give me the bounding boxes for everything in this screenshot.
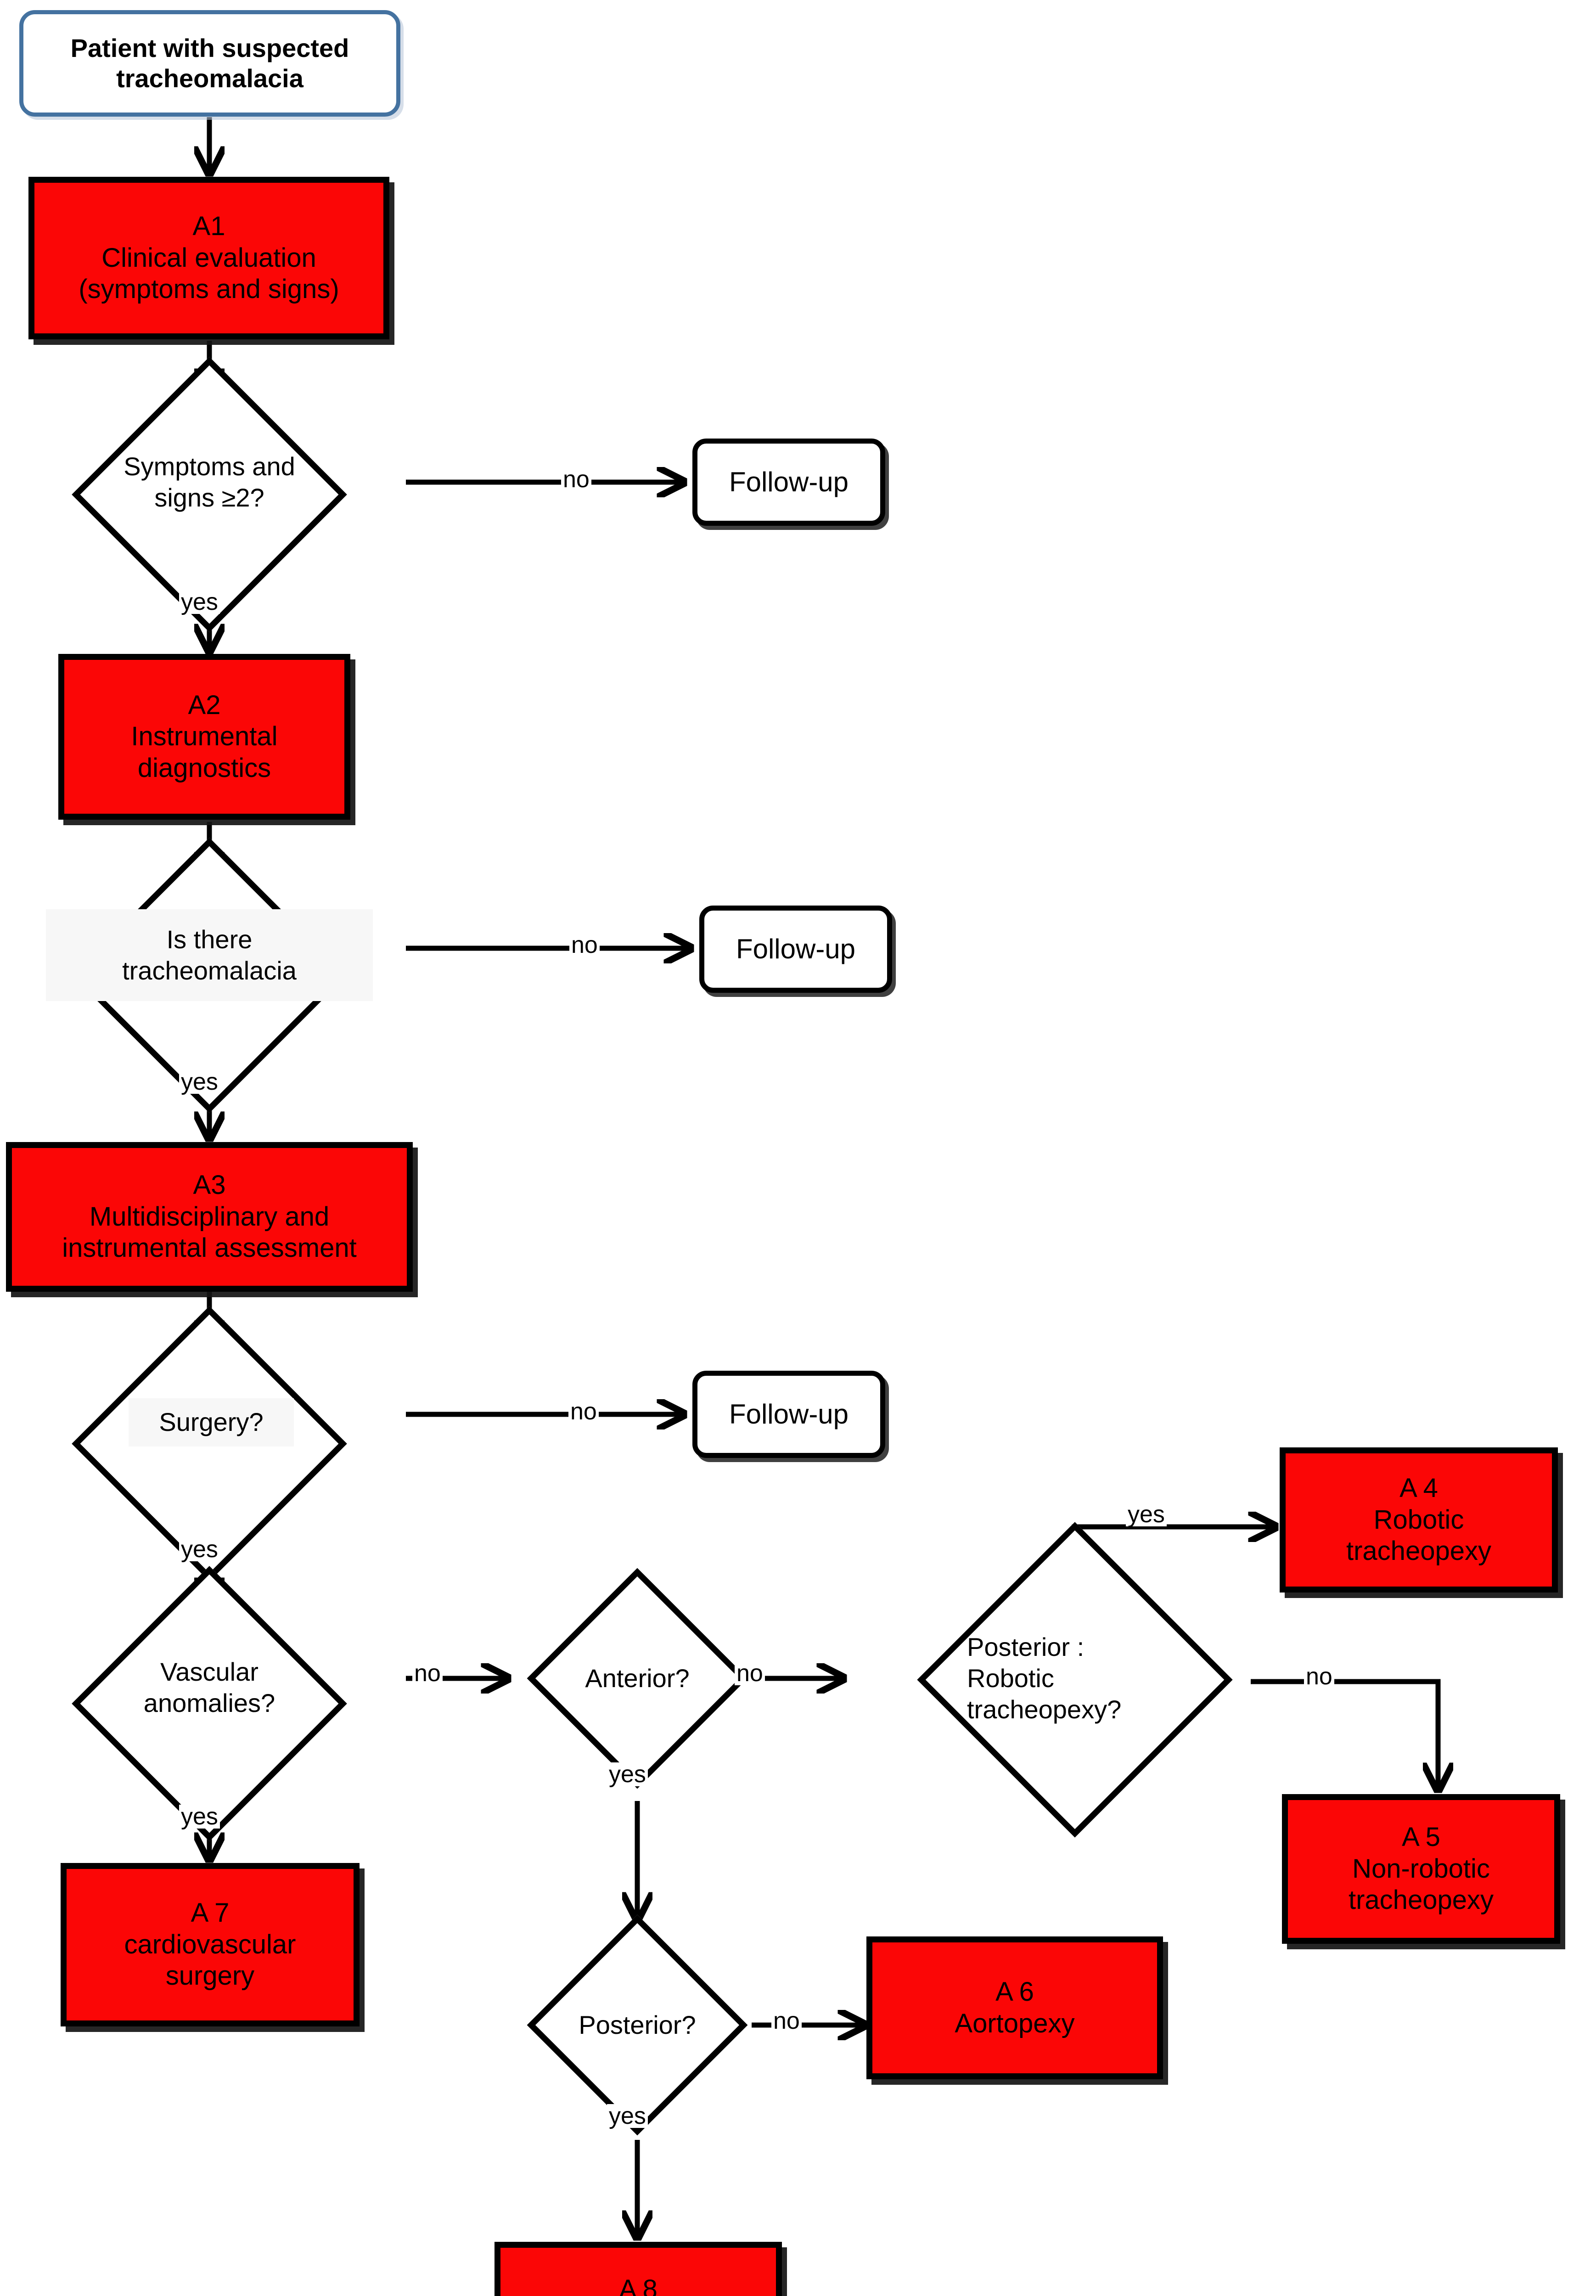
decision-posterior-robotic-line3: tracheopexy? — [967, 1695, 1122, 1724]
process-a8-code: A 8 — [619, 2274, 658, 2296]
process-a7: A 7 cardiovascular surgery — [67, 1869, 354, 2020]
decision-is-there-tracheomalacia-label: Is there tracheomalacia — [46, 909, 373, 1001]
start-node-line2: tracheomalacia — [116, 64, 303, 93]
edge-label-d6-yes: yes — [1126, 1503, 1167, 1526]
process-a5-code: A 5 — [1402, 1822, 1440, 1852]
decision-posterior-robotic-line1: Posterior : — [967, 1632, 1085, 1661]
process-a5-line2: tracheopexy — [1349, 1885, 1494, 1915]
edge-label-d3-no: no — [568, 1400, 599, 1424]
edge-label-d6-no: no — [1304, 1665, 1334, 1688]
process-a1-code: A1 — [192, 211, 225, 242]
decision-symptoms-signs-label: Symptoms and signs ≥2? — [64, 441, 354, 523]
terminator-followup-1: Follow-up — [692, 439, 885, 526]
process-a7-line2: surgery — [165, 1961, 255, 1991]
decision-symptoms-signs-line1: Symptoms and — [124, 451, 295, 481]
decision-symptoms-signs-line2: signs ≥2? — [154, 483, 264, 512]
process-a4-code: A 4 — [1399, 1473, 1438, 1503]
decision-posterior-line1: Posterior? — [579, 2010, 696, 2039]
decision-is-there-tracheomalacia-line1: Is there — [166, 924, 253, 954]
decision-posterior-robotic-label: Posterior : Robotic tracheopexy? — [939, 1603, 1210, 1754]
process-a6: A 6 Aortopexy — [872, 1942, 1157, 2073]
process-a2-line1: Instrumental — [131, 721, 278, 752]
process-a2-line2: diagnostics — [137, 753, 271, 783]
decision-vascular-anomalies-line2: anomalies? — [143, 1688, 275, 1717]
edge-label-d4-yes: yes — [179, 1805, 220, 1829]
process-a6-code: A 6 — [995, 1977, 1034, 2007]
process-a3-line2: instrumental assessment — [62, 1233, 357, 1263]
terminator-followup-3-label: Follow-up — [729, 1398, 849, 1429]
edge-label-d5-yes: yes — [607, 1762, 648, 1786]
decision-posterior-label: Posterior? — [540, 2002, 735, 2048]
edge-label-d1-yes: yes — [179, 590, 220, 614]
process-a4-line2: tracheopexy — [1346, 1536, 1491, 1566]
edge-label-d7-no: no — [771, 2009, 802, 2033]
process-a3: A3 Multidisciplinary and instrumental as… — [12, 1148, 407, 1286]
process-a1: A1 Clinical evaluation (symptoms and sig… — [34, 183, 383, 333]
process-a3-line1: Multidisciplinary and — [89, 1201, 330, 1232]
decision-vascular-anomalies-line1: Vascular — [160, 1657, 259, 1686]
start-node: Patient with suspected tracheomalacia — [19, 10, 400, 117]
edge-label-d5-no: no — [735, 1661, 765, 1685]
process-a5: A 5 Non-robotic tracheopexy — [1288, 1800, 1554, 1938]
process-a2: A2 Instrumental diagnostics — [64, 660, 344, 814]
decision-vascular-anomalies-label: Vascular anomalies? — [73, 1646, 345, 1729]
edge-d6-no-to-a5 — [1251, 1679, 1438, 1790]
start-node-line1: Patient with suspected — [70, 33, 349, 62]
process-a6-line1: Aortopexy — [955, 2008, 1075, 2038]
process-a3-code: A3 — [193, 1170, 226, 1200]
decision-anterior-line1: Anterior? — [585, 1663, 690, 1693]
process-a1-line2: (symptoms and signs) — [79, 274, 339, 304]
process-a1-line1: Clinical evaluation — [101, 242, 316, 273]
process-a4: A 4 Robotic tracheopexy — [1286, 1453, 1552, 1587]
edge-label-d2-yes: yes — [179, 1070, 220, 1094]
edge-label-d3-yes: yes — [179, 1537, 220, 1561]
edge-label-d2-no: no — [569, 933, 600, 957]
decision-posterior-robotic-line2: Robotic — [967, 1663, 1054, 1693]
process-a5-line1: Non-robotic — [1352, 1853, 1490, 1884]
decision-anterior-label: Anterior? — [541, 1655, 734, 1701]
edge-label-d7-yes: yes — [607, 2104, 648, 2128]
process-a7-line1: cardiovascular — [124, 1929, 296, 1959]
process-a4-line1: Robotic — [1373, 1504, 1464, 1535]
decision-is-there-tracheomalacia-line2: tracheomalacia — [122, 956, 297, 985]
terminator-followup-1-label: Follow-up — [729, 466, 849, 497]
process-a7-code: A 7 — [191, 1898, 230, 1928]
terminator-followup-2: Follow-up — [699, 906, 892, 993]
terminator-followup-2-label: Follow-up — [736, 933, 856, 964]
process-a8: A 8 Aortopexy + tracheopexy — [500, 2248, 776, 2296]
terminator-followup-3: Follow-up — [692, 1371, 885, 1458]
edge-label-d4-no: no — [412, 1661, 443, 1685]
process-a2-code: A2 — [188, 690, 221, 720]
decision-surgery-label: Surgery? — [129, 1398, 294, 1446]
edge-label-d1-no: no — [561, 467, 591, 491]
decision-surgery-line1: Surgery? — [159, 1407, 264, 1437]
